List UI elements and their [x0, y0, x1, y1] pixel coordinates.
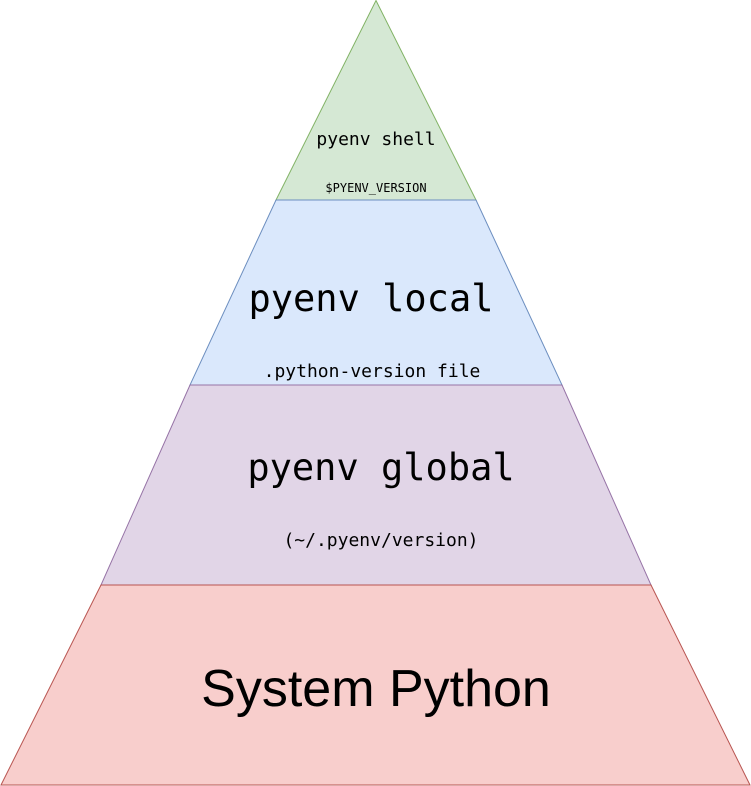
local-title: pyenv local [248, 277, 493, 320]
layer-system-python [0, 584, 751, 786]
system-title: System Python [201, 660, 551, 718]
local-subtitle: .python-version file [264, 361, 481, 382]
shell-title: pyenv shell [316, 129, 435, 150]
global-title: pyenv global [247, 446, 514, 489]
shell-subtitle: $PYENV_VERSION [325, 181, 426, 195]
global-subtitle: (~/.pyenv/version) [283, 530, 478, 551]
layer-pyenv-shell [275, 0, 477, 201]
